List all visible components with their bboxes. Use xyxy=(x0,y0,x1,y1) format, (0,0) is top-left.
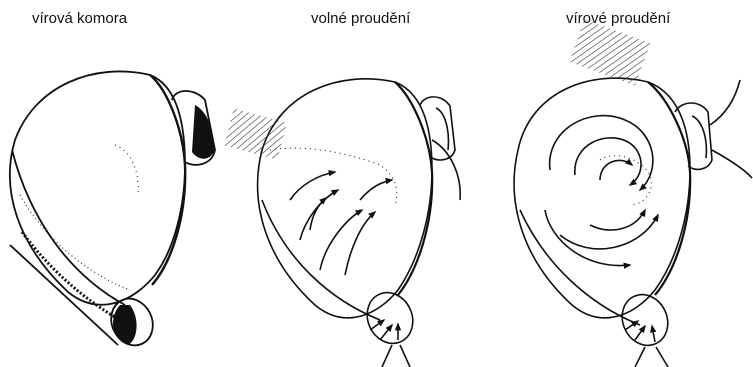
flow-arrow xyxy=(652,326,655,342)
swirl-arc xyxy=(575,138,641,185)
vortex-nozzle-ring xyxy=(692,116,706,158)
vortex-flow-drawing xyxy=(514,19,752,367)
outflow-line xyxy=(710,80,740,125)
chamber-shade xyxy=(20,195,130,290)
free-nozzle xyxy=(420,97,455,160)
flow-dots xyxy=(270,148,397,205)
flow-arrow xyxy=(380,325,392,340)
vortex-chamber-drawing xyxy=(10,71,215,352)
chamber-dots xyxy=(115,145,138,195)
swirl-dots xyxy=(600,156,651,205)
free-hatch-patch xyxy=(224,109,287,160)
flow-arrow xyxy=(635,326,645,340)
vortex-outlet-opening xyxy=(614,287,676,353)
flow-arrow xyxy=(360,180,392,200)
inflow-line xyxy=(400,345,410,367)
vortex-chamber-rim xyxy=(648,82,690,295)
swirl-arc xyxy=(590,210,645,230)
nozzle-shading xyxy=(192,105,214,159)
free-flow-drawing xyxy=(224,79,460,367)
outflow-line xyxy=(432,140,460,200)
free-outlet-opening xyxy=(359,285,421,351)
vortex-hatch-patch xyxy=(569,19,650,85)
flow-arrow xyxy=(370,320,384,330)
free-outlet-pipe xyxy=(262,200,380,320)
outlet-shading xyxy=(113,305,137,345)
inflow-line xyxy=(382,345,392,367)
swirl-arc xyxy=(600,160,632,180)
outlet-pipe-bottom xyxy=(10,245,118,345)
swirl-arc xyxy=(545,210,630,266)
flow-arrow xyxy=(625,321,638,330)
flow-arrow xyxy=(345,212,375,275)
inflow-line xyxy=(656,347,668,367)
vortex-outlet-pipe xyxy=(520,210,640,325)
outflow-line xyxy=(712,150,752,178)
inflow-line xyxy=(635,347,645,367)
swirl-arc xyxy=(560,215,658,249)
pipe-shade xyxy=(22,232,120,320)
flow-arrow xyxy=(300,190,338,240)
